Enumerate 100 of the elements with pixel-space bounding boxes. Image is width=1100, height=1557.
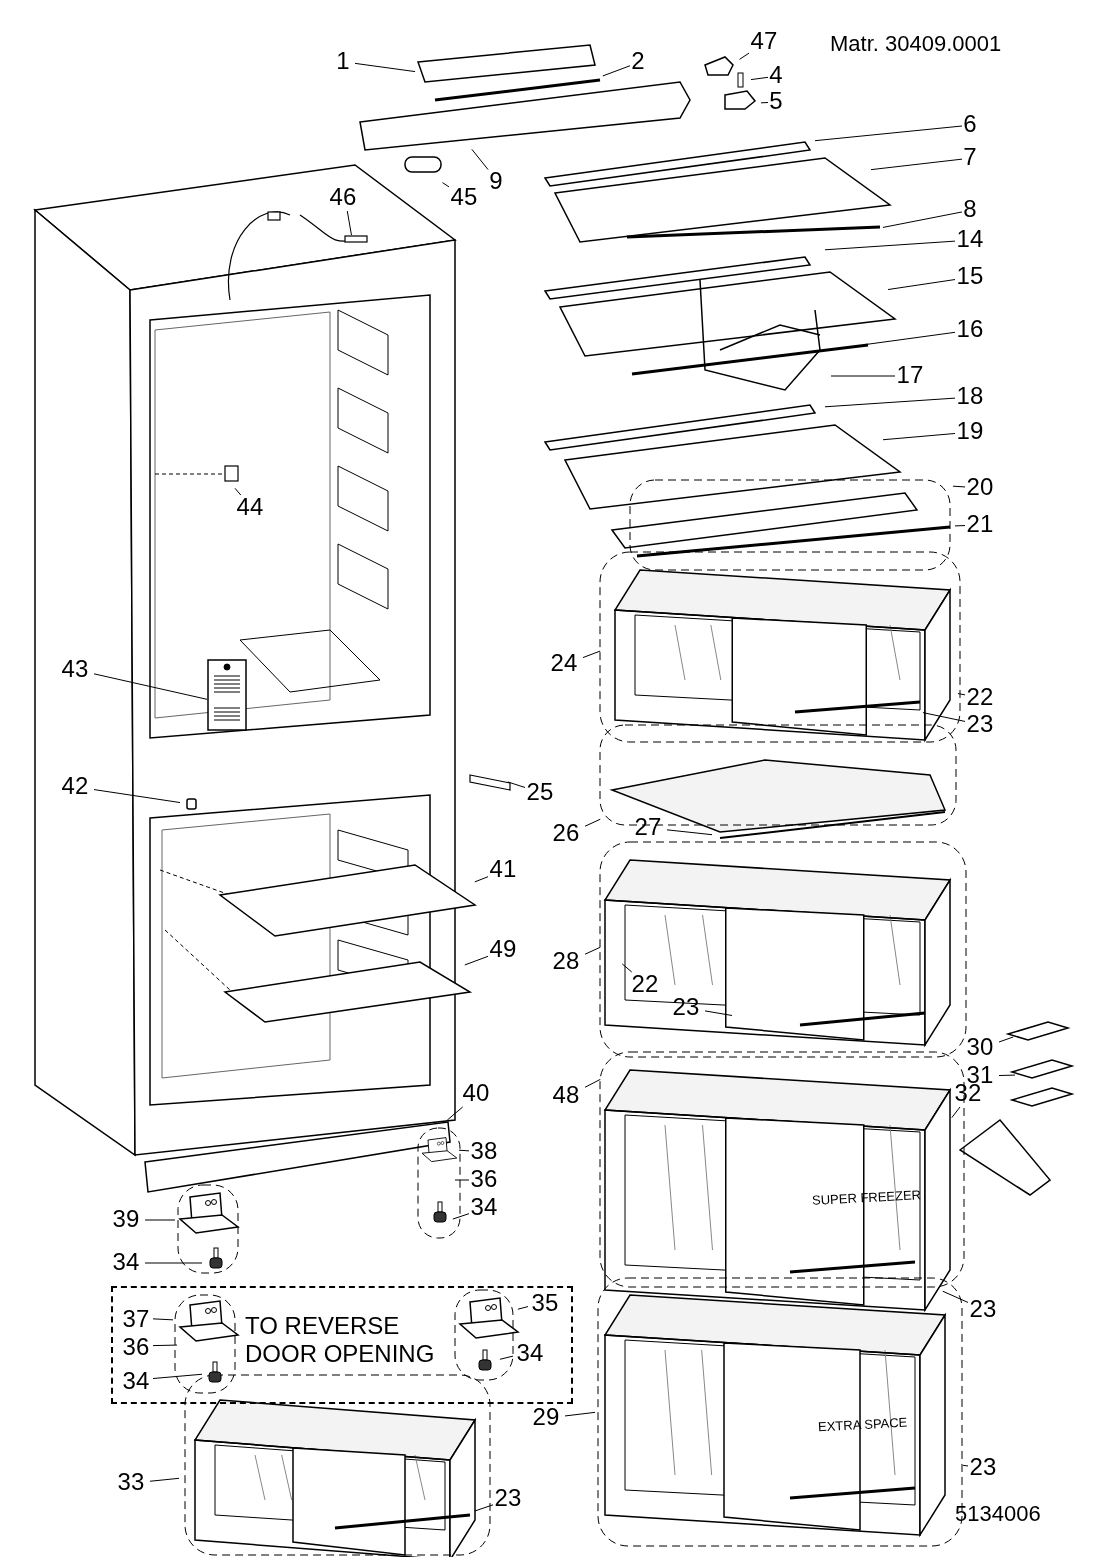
- leader-line: [446, 1106, 464, 1121]
- leader-line: [354, 62, 416, 73]
- leader-line: [830, 375, 896, 377]
- callout-number: 34: [112, 1250, 140, 1274]
- callout-number: 5: [769, 89, 783, 113]
- leader-line: [962, 1464, 969, 1467]
- callout-number: 29: [532, 1405, 560, 1429]
- callout-number: 23: [966, 712, 994, 736]
- callout-number: 7: [963, 145, 977, 169]
- leader-line: [957, 693, 966, 696]
- leader-line: [499, 1355, 514, 1360]
- callout-number: 19: [956, 419, 984, 443]
- callout-number: 18: [956, 384, 984, 408]
- leader-line: [824, 240, 956, 251]
- leader-line: [584, 818, 601, 827]
- callout-number: 37: [122, 1307, 150, 1331]
- callout-number: 43: [61, 657, 89, 681]
- printed-panel-text: EXTRA SPACE: [817, 1415, 908, 1434]
- callout-number: 14: [956, 227, 984, 251]
- callout-number: 28: [552, 949, 580, 973]
- callout-number: 41: [489, 857, 517, 881]
- leader-line: [864, 331, 956, 346]
- leader-line: [474, 1504, 494, 1512]
- leader-line: [474, 876, 489, 883]
- leader-line: [471, 148, 489, 170]
- part-number-text: Matr. 30409.0001: [830, 33, 1002, 55]
- note-text: TO REVERSE DOOR OPENING: [245, 1312, 436, 1368]
- leader-line: [704, 1010, 733, 1016]
- leader-line: [942, 1290, 969, 1303]
- callout-number: 22: [631, 972, 659, 996]
- leader-line: [621, 963, 633, 973]
- leader-line: [144, 1219, 176, 1221]
- callout-number: 4: [769, 63, 783, 87]
- callout-number: 48: [552, 1083, 580, 1107]
- callout-number: 34: [470, 1195, 498, 1219]
- callout-number: 38: [470, 1139, 498, 1163]
- printed-panel-text: SUPER FREEZER: [811, 1188, 922, 1207]
- callout-number: 25: [526, 780, 554, 804]
- leader-line: [144, 1262, 203, 1264]
- callout-number: 16: [956, 317, 984, 341]
- callout-number: 22: [966, 685, 994, 709]
- leader-line: [882, 211, 963, 228]
- callout-number: 47: [750, 29, 778, 53]
- leader-line: [152, 1344, 178, 1347]
- leader-line: [814, 125, 963, 142]
- leader-line: [582, 650, 601, 659]
- callout-number: 36: [122, 1335, 150, 1359]
- callout-number: 9: [489, 169, 503, 193]
- leader-line: [454, 1179, 470, 1181]
- callout-number: 23: [969, 1455, 997, 1479]
- callout-number: 34: [516, 1341, 544, 1365]
- callout-number: 39: [112, 1207, 140, 1231]
- leader-line: [93, 789, 181, 804]
- callout-number: 33: [117, 1470, 145, 1494]
- leader-line: [346, 210, 352, 236]
- leader-line: [517, 1306, 529, 1310]
- leader-line: [464, 955, 489, 966]
- callout-number: 45: [450, 185, 478, 209]
- callout-number: 21: [966, 512, 994, 536]
- leader-line: [93, 673, 208, 700]
- callout-number: 35: [531, 1291, 559, 1315]
- callout-number: 24: [550, 651, 578, 675]
- callout-number: 26: [552, 821, 580, 845]
- leader-line: [234, 487, 242, 496]
- leader-line: [952, 485, 966, 488]
- callout-number: 27: [634, 815, 662, 839]
- callout-number: 2: [631, 49, 645, 73]
- leader-line: [824, 397, 956, 408]
- leader-line: [442, 182, 450, 188]
- leader-line: [882, 433, 956, 441]
- leader-line: [739, 52, 750, 60]
- leader-line: [452, 1213, 470, 1220]
- callout-number: 6: [963, 112, 977, 136]
- leader-line: [998, 1074, 1016, 1077]
- leader-line: [954, 525, 966, 527]
- leader-line: [922, 712, 966, 722]
- leader-line: [584, 946, 601, 955]
- leader-line: [458, 1149, 470, 1152]
- leader-line: [870, 158, 963, 171]
- callout-number: 44: [236, 495, 264, 519]
- part-number-text: 5134006: [955, 1503, 1041, 1525]
- leader-line: [602, 65, 631, 77]
- callout-number: 8: [963, 197, 977, 221]
- leader-line: [507, 781, 526, 788]
- callout-number: 42: [61, 774, 89, 798]
- callout-number: 23: [969, 1297, 997, 1321]
- leader-line: [152, 1373, 203, 1379]
- callout-number: 15: [956, 264, 984, 288]
- leader-line: [152, 1318, 174, 1321]
- leader-line: [951, 1106, 961, 1119]
- callout-number: 17: [896, 363, 924, 387]
- callout-number: 34: [122, 1369, 150, 1393]
- callout-number: 30: [966, 1035, 994, 1059]
- callout-number: 46: [329, 185, 357, 209]
- leader-line: [149, 1477, 180, 1482]
- callout-number: 1: [336, 49, 350, 73]
- leader-line: [760, 102, 769, 104]
- callout-number: 40: [462, 1081, 490, 1105]
- leader-line: [584, 1078, 601, 1088]
- callout-number: 49: [489, 937, 517, 961]
